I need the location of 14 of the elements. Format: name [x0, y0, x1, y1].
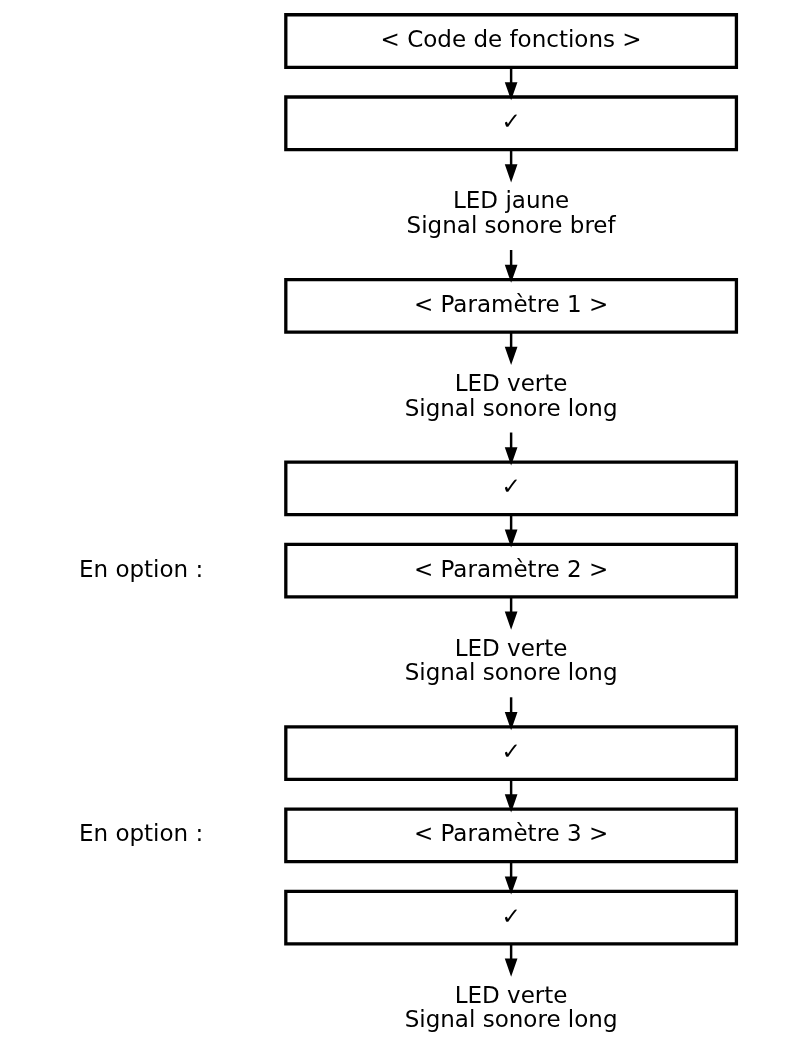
node-box: ✓	[283, 95, 738, 152]
node-box: < Paramètre 3 >	[283, 807, 738, 864]
node-box: < Paramètre 1 >	[283, 277, 738, 334]
node-box: < Paramètre 2 >	[283, 542, 738, 599]
node-label: En option :	[78, 555, 203, 582]
node-text: LED verte Signal sonore long	[404, 634, 618, 686]
node-box: ✓	[283, 725, 738, 782]
node-text: LED verte Signal sonore long	[404, 981, 618, 1033]
node-label: En option :	[78, 820, 203, 847]
node-box: < Code de fonctions >	[283, 13, 738, 70]
node-box: ✓	[283, 460, 738, 517]
node-text: LED jaune Signal sonore bref	[406, 187, 616, 238]
node-text: LED verte Signal sonore long	[404, 369, 618, 421]
node-box: ✓	[283, 889, 738, 946]
